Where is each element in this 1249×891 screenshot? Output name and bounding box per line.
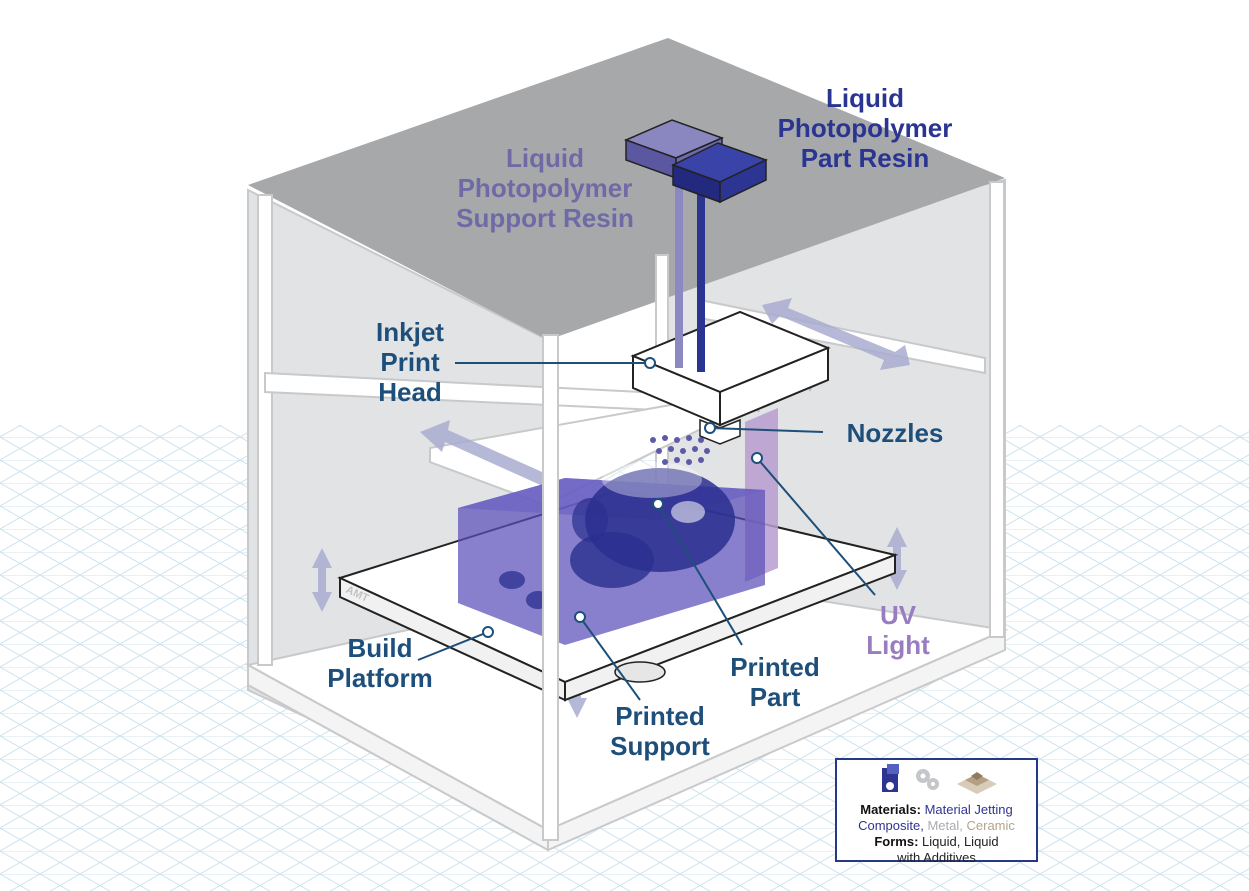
label-nozzles: Nozzles — [846, 418, 944, 448]
dot-print-head — [644, 357, 656, 369]
post-back-left — [257, 194, 273, 666]
forms-line-1: Liquid, Liquid — [922, 834, 999, 849]
material-metal: Metal, — [927, 818, 963, 833]
leader-printed-part — [657, 503, 743, 646]
materials-label: Materials: — [860, 802, 921, 817]
dot-uv-light — [751, 452, 763, 464]
forms-label: Forms: — [874, 834, 919, 849]
gantry-beam — [429, 395, 743, 507]
post-back-right — [989, 181, 1005, 638]
machine-ceiling — [248, 38, 1005, 340]
gantry-arrow — [420, 420, 560, 492]
resin-droplets — [650, 435, 710, 465]
leader-uv-light — [756, 457, 876, 596]
platform-arrow-left — [312, 548, 332, 612]
materials-info-box: Materials: Material Jetting Composite, M… — [835, 758, 1038, 865]
part-resin-tube — [697, 180, 705, 372]
dot-nozzles — [704, 422, 716, 434]
ceramic-stack-icon — [957, 772, 997, 794]
materials-icon-row — [837, 760, 1036, 802]
leader-printed-support — [579, 616, 641, 701]
composite-icon — [882, 764, 899, 792]
dot-build-platform — [482, 626, 494, 638]
material-composite: Composite, — [858, 818, 924, 833]
forms-line-2: with Additives — [897, 850, 976, 865]
post-front — [542, 334, 559, 841]
dot-printed-support — [574, 611, 586, 623]
material-ceramic: Ceramic — [966, 818, 1015, 833]
platform-spindle — [614, 661, 666, 683]
rail-arrow — [762, 298, 910, 370]
leader-build-platform — [417, 631, 489, 661]
support-resin-tube — [675, 160, 683, 368]
dot-printed-part — [652, 498, 664, 510]
process-name: Material Jetting — [924, 802, 1013, 817]
metal-gears-icon — [916, 769, 939, 790]
leader-nozzles — [709, 427, 824, 433]
